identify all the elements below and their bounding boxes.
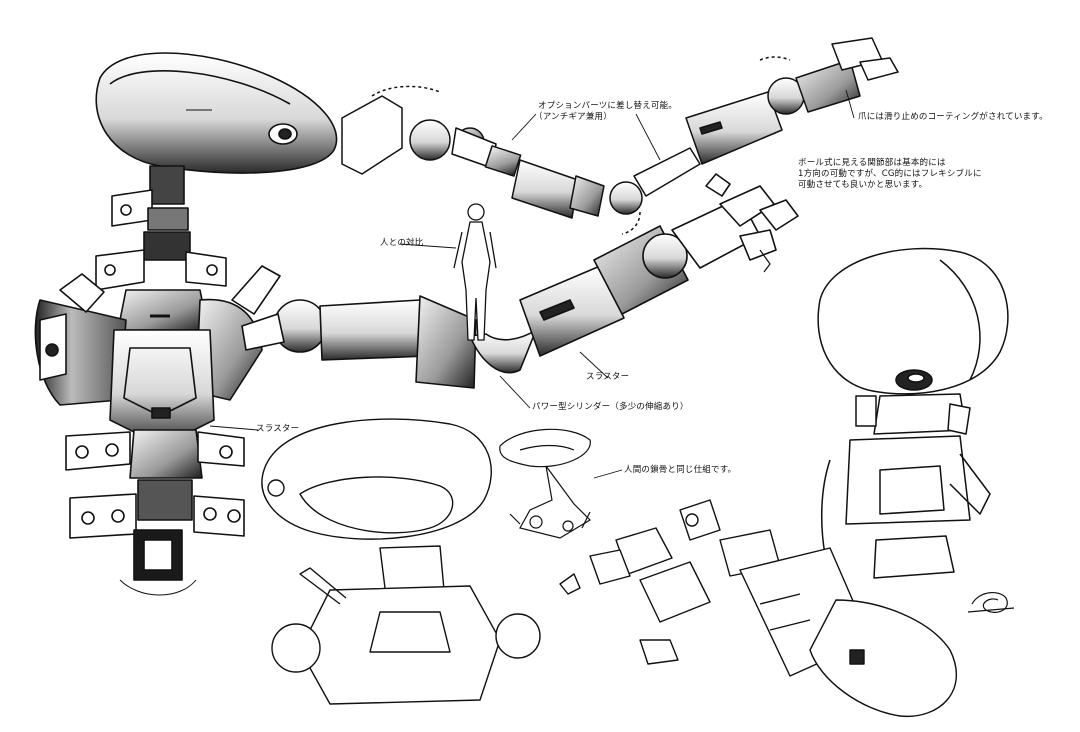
note-ball-joint-3: 可動させても良いかと思います。 — [798, 180, 928, 190]
note-ball-joint-1: ボール式に見える関節部は基本的には — [798, 158, 946, 168]
human-scale-figure — [453, 203, 497, 341]
note-antigear: （アンチギア兼用） — [534, 112, 612, 122]
right-head-sketch — [817, 247, 1009, 621]
note-power-cylinder: パワー型シリンダー（多少の伸縮あり） — [532, 402, 689, 412]
note-thruster-arm: スラスター — [586, 372, 630, 382]
note-ball-joint-2: 1方向の可動ですが、CG的にはフレキシブルに — [798, 169, 982, 179]
long-arm — [241, 173, 799, 389]
lower-right-arm — [589, 499, 957, 718]
note-human-scale: 人との対比 — [380, 238, 424, 248]
callout-lines — [209, 89, 855, 479]
main-robot-figure — [34, 52, 338, 596]
small-bone-sketch — [499, 428, 591, 539]
note-bone-structure: 人間の鎖骨と同じ仕組です。 — [624, 465, 737, 475]
signature-mark — [967, 592, 1015, 613]
upper-arm-detail — [341, 37, 899, 235]
note-claw-coating: 爪には滑り止めのコーティングがされています。 — [858, 112, 1048, 122]
note-thruster-body: スラスター — [256, 424, 300, 434]
note-option-parts: オプションパーツに差し替え可能。 — [538, 101, 678, 111]
lower-head-sketch — [261, 418, 581, 705]
